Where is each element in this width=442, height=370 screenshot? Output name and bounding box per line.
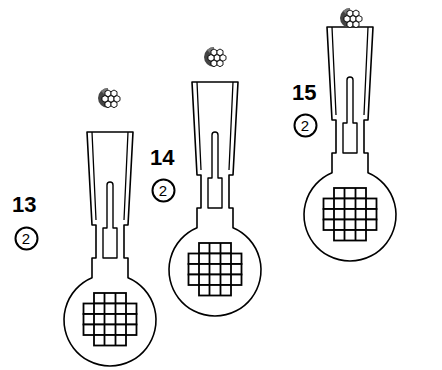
circled-number: 2 bbox=[14, 226, 39, 251]
circled-number-text: 2 bbox=[151, 183, 176, 198]
callout-number: 14 bbox=[150, 147, 174, 169]
circled-number-text: 2 bbox=[293, 118, 318, 133]
circled-number: 2 bbox=[293, 113, 318, 138]
circled-number-text: 2 bbox=[14, 231, 39, 246]
callout-number: 13 bbox=[12, 194, 36, 216]
callout-number: 15 bbox=[292, 82, 316, 104]
circled-number: 2 bbox=[151, 178, 176, 203]
